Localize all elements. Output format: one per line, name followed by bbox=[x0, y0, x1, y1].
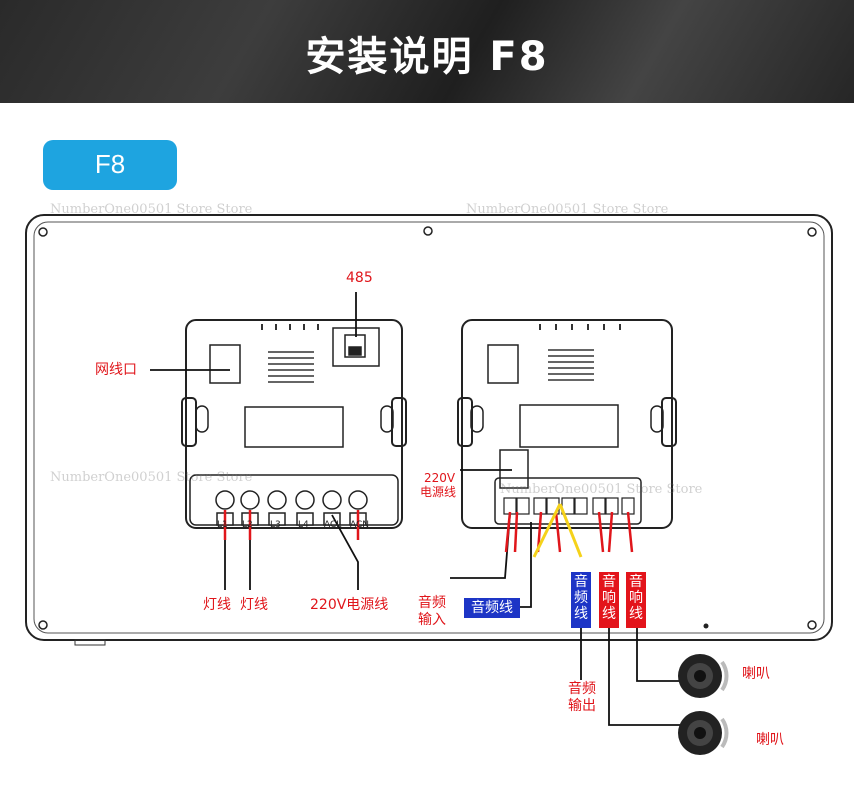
right-power-label-1: 220V bbox=[424, 471, 456, 485]
speaker-box2-char-2: 响 bbox=[629, 590, 643, 606]
left-top-pins bbox=[261, 324, 319, 330]
terminal-label-1: L1 bbox=[217, 520, 228, 530]
plate-tab bbox=[74, 639, 106, 646]
model-badge-label: F8 bbox=[94, 149, 126, 179]
speaker-box2-char-3: 线 bbox=[629, 606, 643, 622]
terminal-label-4: L4 bbox=[298, 520, 309, 530]
right-terminal-block bbox=[503, 497, 635, 515]
right-module bbox=[457, 319, 677, 529]
left-callout-lines bbox=[150, 292, 359, 590]
watermark-text: NumberOne00501 Store Store bbox=[50, 202, 253, 217]
audio-output-label-1: 音频 bbox=[568, 681, 596, 697]
speaker-1-icon bbox=[678, 654, 729, 698]
watermark-text: NumberOne00501 Store Store bbox=[466, 202, 669, 217]
light-wire-label-2: 灯线 bbox=[240, 597, 268, 613]
speaker-wire-box-1: 音 响 线 bbox=[599, 572, 619, 628]
terminal-label-3: L3 bbox=[270, 520, 281, 530]
port-485-label: 485 bbox=[346, 270, 373, 286]
audio-box-char-3: 线 bbox=[574, 606, 588, 622]
audio-box-char-1: 音 bbox=[574, 574, 588, 590]
power-220v-label: 220V电源线 bbox=[310, 597, 389, 613]
plate-dot bbox=[703, 623, 709, 629]
speaker-box1-char-2: 响 bbox=[602, 590, 616, 606]
speaker-box2-char-1: 音 bbox=[629, 574, 643, 590]
right-yellow-wires bbox=[532, 503, 583, 558]
audio-output-label-2: 输出 bbox=[568, 698, 596, 714]
audio-wire-vertical-box: 音 频 线 bbox=[571, 572, 591, 628]
left-vent bbox=[268, 351, 314, 383]
left-terminals bbox=[215, 490, 368, 526]
page-title: 安装说明 F8 bbox=[305, 34, 549, 80]
terminal-label-2: L2 bbox=[242, 520, 253, 530]
left-module bbox=[181, 319, 407, 529]
right-vent bbox=[548, 349, 594, 381]
left-red-wires bbox=[223, 510, 360, 540]
mounting-plate bbox=[25, 214, 833, 641]
speaker-wire-box-2: 音 响 线 bbox=[626, 572, 646, 628]
terminal-label-6: ACN bbox=[350, 520, 370, 530]
right-power-label-2: 电源线 bbox=[420, 485, 457, 499]
right-top-pins bbox=[539, 324, 621, 330]
network-port-label: 网线口 bbox=[95, 362, 137, 378]
audio-box-char-2: 频 bbox=[574, 590, 588, 606]
light-wire-label-1: 灯线 bbox=[203, 597, 231, 613]
terminal-label-5: ACL bbox=[324, 520, 342, 530]
audio-wire-box: 音频线 bbox=[464, 598, 520, 618]
speaker-label-2: 喇叭 bbox=[756, 732, 784, 748]
right-red-wires bbox=[504, 511, 634, 553]
speaker-box1-char-1: 音 bbox=[602, 574, 616, 590]
speaker-label-1: 喇叭 bbox=[742, 666, 770, 682]
watermark-text: NumberOne00501 Store Store bbox=[50, 470, 253, 485]
model-badge: F8 bbox=[43, 140, 177, 190]
plate-screws bbox=[38, 226, 817, 630]
mounting-plate-inner bbox=[33, 221, 825, 634]
speaker-2-icon bbox=[678, 711, 729, 755]
header-banner: 安装说明 F8 bbox=[0, 0, 854, 103]
watermark-text: NumberOne00501 Store Store bbox=[500, 482, 703, 497]
speaker-box1-char-3: 线 bbox=[602, 606, 616, 622]
audio-input-label-1: 音频 bbox=[418, 595, 446, 611]
audio-input-label-2: 输入 bbox=[418, 612, 446, 628]
